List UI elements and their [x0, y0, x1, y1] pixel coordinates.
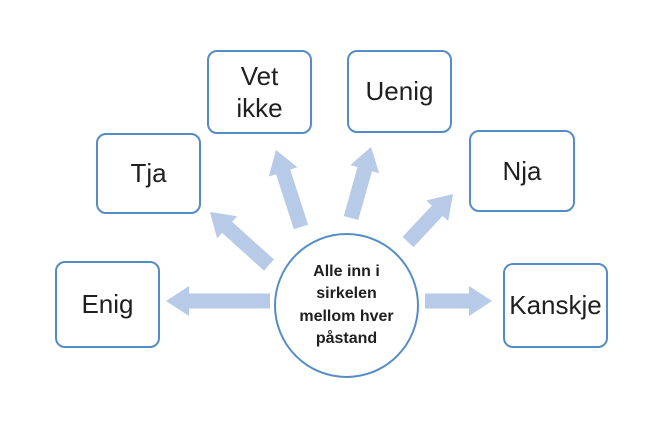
box-uenig-label: Uenig: [365, 76, 434, 107]
arrow-to-tja: [210, 212, 274, 271]
box-tja: Tja: [96, 133, 201, 214]
arrow-to-vet-ikke: [268, 150, 309, 230]
box-kanskje: Kanskje: [503, 263, 608, 348]
center-circle: Alle inn i sirkelen mellom hver påstand: [274, 233, 419, 378]
box-enig: Enig: [55, 261, 160, 348]
center-circle-label: Alle inn i sirkelen mellom hver påstand: [299, 262, 394, 347]
box-vet-ikke: Vet ikke: [207, 50, 312, 134]
box-enig-label: Enig: [81, 289, 134, 320]
box-nja-label: Nja: [502, 155, 542, 186]
arrow-to-enig: [166, 286, 270, 316]
arrow-to-kanskje: [425, 286, 492, 316]
box-kanskje-label: Kanskje: [509, 290, 602, 321]
box-nja: Nja: [469, 130, 575, 212]
box-tja-label: Tja: [130, 158, 167, 189]
arrow-to-nja: [402, 194, 453, 248]
box-vet-ikke-label: Vet ikke: [236, 60, 283, 124]
box-uenig: Uenig: [347, 50, 452, 133]
arrow-to-uenig: [343, 147, 380, 220]
